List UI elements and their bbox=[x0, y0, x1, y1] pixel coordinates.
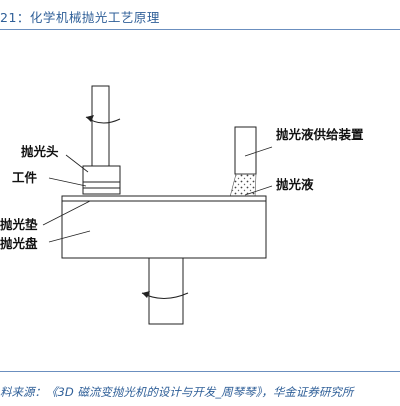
leader-workpiece bbox=[48, 177, 87, 187]
polishing-head bbox=[82, 165, 121, 183]
bottom-divider bbox=[0, 371, 400, 372]
label-slurry-supply: 抛光液供给装置 bbox=[276, 127, 364, 142]
head-spindle bbox=[91, 85, 110, 167]
label-slurry: 抛光液 bbox=[276, 177, 314, 192]
label-polishing-pad: 抛光垫 bbox=[0, 217, 38, 232]
leader-polishing-head bbox=[65, 154, 89, 173]
leader-polishing-pad bbox=[42, 200, 91, 226]
top-divider bbox=[0, 29, 400, 30]
workpiece bbox=[82, 181, 121, 189]
disk-rotation-arrowhead bbox=[142, 291, 150, 298]
slurry-supply-device bbox=[234, 126, 257, 175]
figure-title: 21：化学机械抛光工艺原理 bbox=[0, 10, 160, 25]
label-workpiece: 工件 bbox=[12, 170, 38, 185]
source-note: 料来源：《3D 磁流变抛光机的设计与开发_周琴琴》，华金证券研究所 bbox=[0, 385, 354, 399]
leader-polishing-disk bbox=[48, 230, 91, 243]
workpiece-base bbox=[82, 187, 121, 195]
head-rotation-arrowhead bbox=[86, 115, 94, 122]
leader-slurry bbox=[244, 185, 273, 196]
polishing-disk bbox=[61, 200, 267, 259]
slurry-stream bbox=[229, 173, 257, 198]
label-polishing-head: 抛光头 bbox=[21, 144, 59, 159]
polishing-pad bbox=[61, 195, 267, 202]
disk-spindle bbox=[148, 257, 184, 325]
leader-slurry-supply bbox=[244, 146, 273, 157]
label-polishing-disk: 抛光盘 bbox=[0, 236, 38, 251]
